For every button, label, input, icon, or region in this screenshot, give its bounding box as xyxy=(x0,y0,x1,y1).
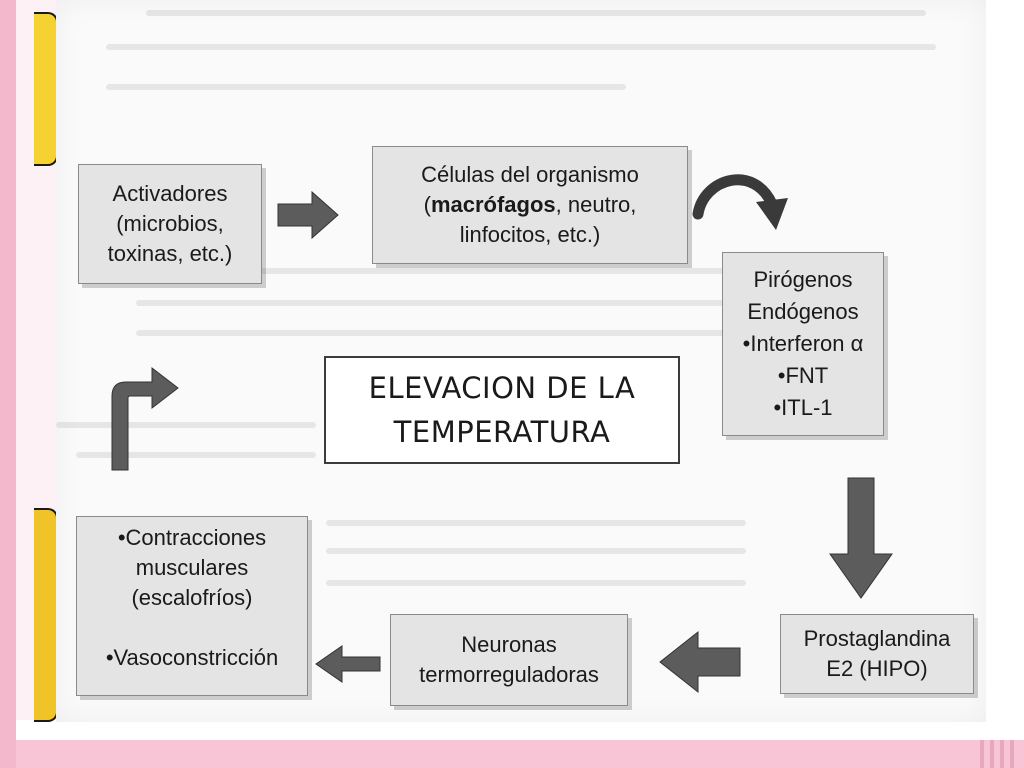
box-text-line xyxy=(77,613,307,643)
box-text-line: Pirógenos xyxy=(753,267,853,292)
arrow-left-icon xyxy=(315,645,381,683)
box-text-line: •Vasoconstricción xyxy=(105,645,279,670)
slide-corner-lines xyxy=(974,740,1024,768)
bleed-through-text xyxy=(326,580,746,586)
bleed-through-text xyxy=(146,10,926,16)
box-text-line: (macrófagos, neutro, xyxy=(373,190,687,220)
box-text-line: •FNT xyxy=(777,363,829,388)
arrow-left-icon xyxy=(659,630,741,694)
bleed-through-text xyxy=(136,268,756,274)
box-text-line: Células del organismo xyxy=(421,162,639,187)
box-text-line: Prostaglandina xyxy=(803,626,951,651)
box-text-line: Endógenos xyxy=(747,299,859,324)
box-activadores: Activadores (microbios, toxinas, etc.) xyxy=(78,164,262,284)
curved-arrow-down-icon xyxy=(692,174,788,230)
bleed-through-text xyxy=(106,44,936,50)
text-fragment: ( xyxy=(423,192,431,217)
box-text-line: termorreguladoras xyxy=(419,662,599,687)
bleed-through-text xyxy=(76,452,316,458)
box-elevacion-temperatura: ELEVACION DE LA TEMPERATURA xyxy=(324,356,680,464)
arrow-right-icon xyxy=(277,190,339,240)
box-text-line: TEMPERATURA xyxy=(393,415,611,449)
box-text-line: E2 (HIPO) xyxy=(826,656,928,681)
bleed-through-text xyxy=(56,422,316,428)
bleed-through-text xyxy=(106,84,626,90)
bleed-through-text xyxy=(136,330,756,336)
text-fragment: , neutro, xyxy=(555,192,637,217)
slide-bottom-accent xyxy=(16,740,1024,768)
box-text-line: •Contracciones xyxy=(117,525,267,550)
box-prostaglandina: Prostaglandina E2 (HIPO) xyxy=(780,614,974,694)
bent-arrow-up-right-icon xyxy=(111,366,179,471)
slide-left-accent xyxy=(0,0,16,768)
arrow-down-icon xyxy=(829,477,893,599)
box-text-line: ELEVACION DE LA xyxy=(368,371,636,405)
bleed-through-text xyxy=(326,548,746,554)
pencil-decoration-bottom xyxy=(34,508,58,722)
box-neuronas-termorreguladoras: Neuronas termorreguladoras xyxy=(390,614,628,706)
box-text-line: Activadores xyxy=(112,181,228,206)
box-text-line: •Interferon α xyxy=(742,331,864,356)
box-contracciones-vasoconstriccion: •Contracciones musculares (escalofríos) … xyxy=(76,516,308,696)
box-text-line: musculares xyxy=(135,555,249,580)
box-text-line: (microbios, xyxy=(116,211,224,236)
box-pirogenos-endogenos: Pirógenos Endógenos •Interferon α •FNT •… xyxy=(722,252,884,436)
box-text-line: •ITL-1 xyxy=(773,395,833,420)
box-text-line: toxinas, etc.) xyxy=(107,241,233,266)
box-text-line: linfocitos, etc.) xyxy=(459,222,601,247)
pencil-decoration-top xyxy=(34,12,58,166)
bleed-through-text xyxy=(326,520,746,526)
text-fragment-bold: macrófagos xyxy=(430,192,556,217)
box-text-line: Neuronas xyxy=(461,632,557,657)
box-celulas-organismo: Células del organismo (macrófagos, neutr… xyxy=(372,146,688,264)
box-text-line: (escalofríos) xyxy=(131,585,253,610)
bleed-through-text xyxy=(136,300,756,306)
